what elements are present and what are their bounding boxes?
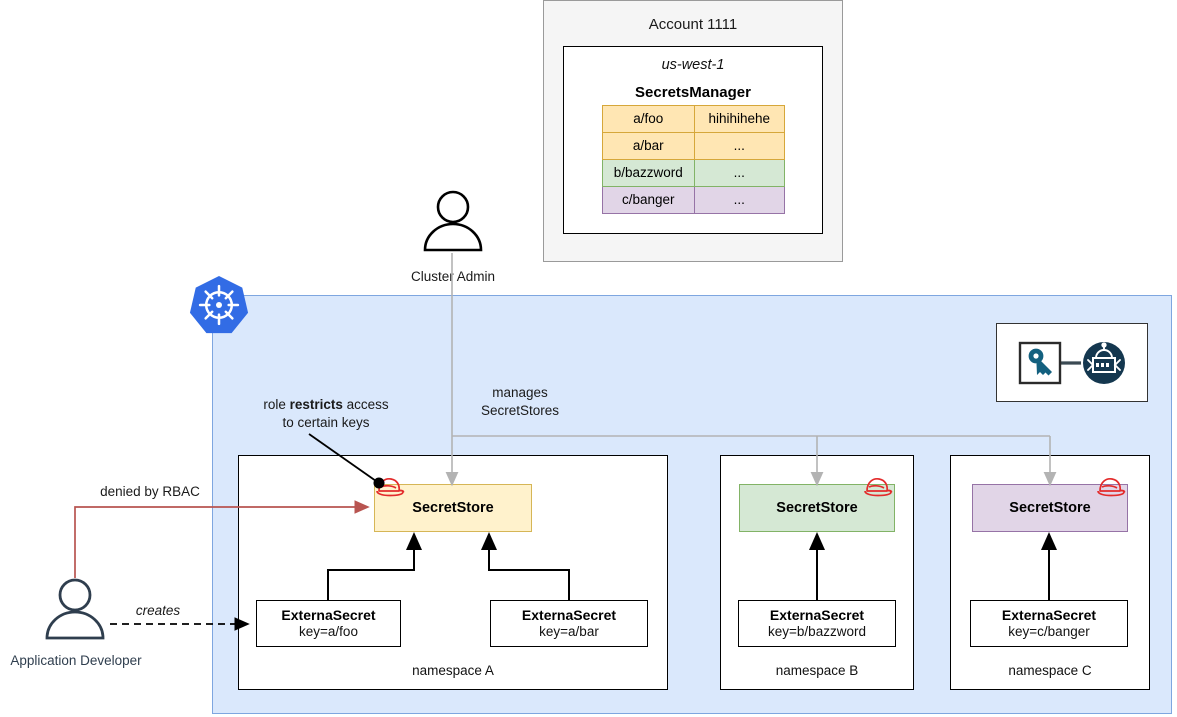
secretstore-c-label: SecretStore — [1009, 500, 1091, 516]
red-hat-helmet-icon — [864, 478, 893, 497]
role-note-bold: restricts — [289, 397, 343, 412]
cluster-admin-person-icon — [423, 190, 483, 252]
manages-line2: SecretStores — [480, 402, 560, 418]
secretstore-namespace-b[interactable]: SecretStore — [739, 484, 895, 532]
secret-key-cell: a/bar — [602, 132, 695, 160]
role-note-line2: to certain keys — [282, 414, 370, 430]
role-note-suffix: access — [342, 397, 389, 412]
region-label: us-west-1 — [661, 57, 725, 73]
manages-secretstores-annotation: manages SecretStores — [455, 384, 585, 420]
secret-value-cell: hihihihehe — [693, 105, 786, 133]
secrets-table-row: c/banger... — [602, 186, 786, 214]
externalsecret-key: key=a/foo — [299, 623, 358, 639]
externalsecret-a-foo[interactable]: ExternaSecret key=a/foo — [256, 600, 401, 647]
secrets-manager-label: SecretsManager — [635, 84, 751, 101]
application-developer-person-icon — [45, 578, 105, 640]
namespace-c-label: namespace C — [1008, 663, 1092, 678]
red-hat-helmet-icon — [376, 478, 405, 497]
externalsecret-title: ExternaSecret — [1001, 606, 1097, 623]
externalsecret-title: ExternaSecret — [521, 606, 617, 623]
externalsecret-b-bazzword[interactable]: ExternaSecret key=b/bazzword — [738, 600, 896, 647]
secret-value-cell: ... — [693, 132, 786, 160]
kubernetes-logo-icon — [189, 275, 249, 334]
externalsecret-title: ExternaSecret — [769, 606, 865, 623]
creates-annotation: creates — [135, 603, 181, 618]
role-restricts-annotation: role restricts access to certain keys — [236, 396, 416, 431]
externalsecret-key: key=c/banger — [1008, 623, 1090, 639]
secret-key-cell: a/foo — [602, 105, 695, 133]
secret-value-cell: ... — [693, 159, 786, 187]
secret-value-cell: ... — [693, 186, 786, 214]
secretstore-a-label: SecretStore — [412, 500, 494, 516]
externalsecret-key: key=b/bazzword — [768, 623, 866, 639]
secrets-table-row: a/bar... — [602, 132, 786, 160]
secret-key-cell: c/banger — [602, 186, 695, 214]
denied-by-rbac-annotation: denied by RBAC — [100, 484, 200, 499]
red-hat-helmet-icon — [1097, 478, 1126, 497]
namespace-a-label: namespace A — [412, 663, 494, 678]
externalsecret-title: ExternaSecret — [281, 606, 376, 623]
externalsecret-c-banger[interactable]: ExternaSecret key=c/banger — [970, 600, 1128, 647]
secret-key-cell: b/bazzword — [602, 159, 695, 187]
role-note-prefix: role — [263, 397, 290, 412]
cluster-admin-label: Cluster Admin — [410, 269, 496, 284]
externalsecret-a-bar[interactable]: ExternaSecret key=a/bar — [490, 600, 648, 647]
account-title: Account 1111 — [648, 16, 738, 33]
secrets-table-row: b/bazzword... — [602, 159, 786, 187]
externalsecret-key: key=a/bar — [539, 623, 599, 639]
manages-line1: manages — [492, 385, 548, 400]
namespace-b-label: namespace B — [775, 663, 859, 678]
secretstore-b-label: SecretStore — [776, 500, 858, 516]
application-developer-label: Application Developer — [10, 653, 142, 668]
external-secrets-operator-logo-icon — [1018, 340, 1127, 386]
